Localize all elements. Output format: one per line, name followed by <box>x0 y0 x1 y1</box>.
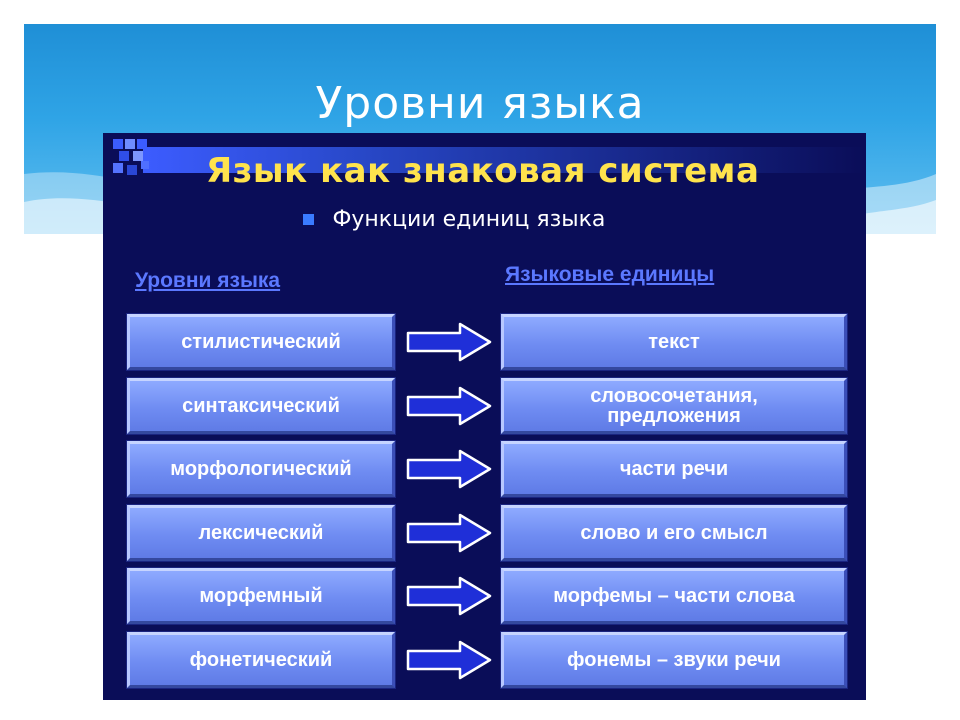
units-heading: Языковые единицы <box>505 263 715 286</box>
level-box: морфологический <box>127 441 395 497</box>
right-arrow-icon <box>406 513 492 552</box>
panel-title: Язык как знаковая система <box>206 151 760 191</box>
right-arrow-icon <box>406 640 492 679</box>
content-panel: Язык как знаковая система Функции единиц… <box>103 133 866 700</box>
levels-heading: Уровни языка <box>135 269 281 292</box>
right-arrow-icon <box>406 322 492 362</box>
right-arrow-icon <box>406 576 492 616</box>
level-box: лексический <box>127 504 395 561</box>
bullet-item: Функции единиц языка <box>303 207 605 232</box>
right-arrow-icon <box>406 386 492 425</box>
level-box: фонетический <box>127 631 395 688</box>
slide-title: Уровни языка <box>315 78 645 129</box>
level-box: морфемный <box>127 568 395 624</box>
level-box: синтаксический <box>127 377 395 434</box>
unit-box: словосочетания,предложения <box>501 377 847 434</box>
bullet-text: Функции единиц языка <box>332 207 606 232</box>
right-arrow-icon <box>406 449 492 489</box>
unit-box: слово и его смысл <box>501 504 847 561</box>
unit-box: морфемы – части слова <box>501 568 847 624</box>
unit-box: части речи <box>501 441 847 497</box>
unit-box: фонемы – звуки речи <box>501 631 847 688</box>
level-box: стилистический <box>127 314 395 370</box>
square-bullet-icon <box>303 214 314 226</box>
decorative-line <box>143 147 866 173</box>
unit-box: текст <box>501 314 847 370</box>
decorative-squares <box>113 139 149 175</box>
